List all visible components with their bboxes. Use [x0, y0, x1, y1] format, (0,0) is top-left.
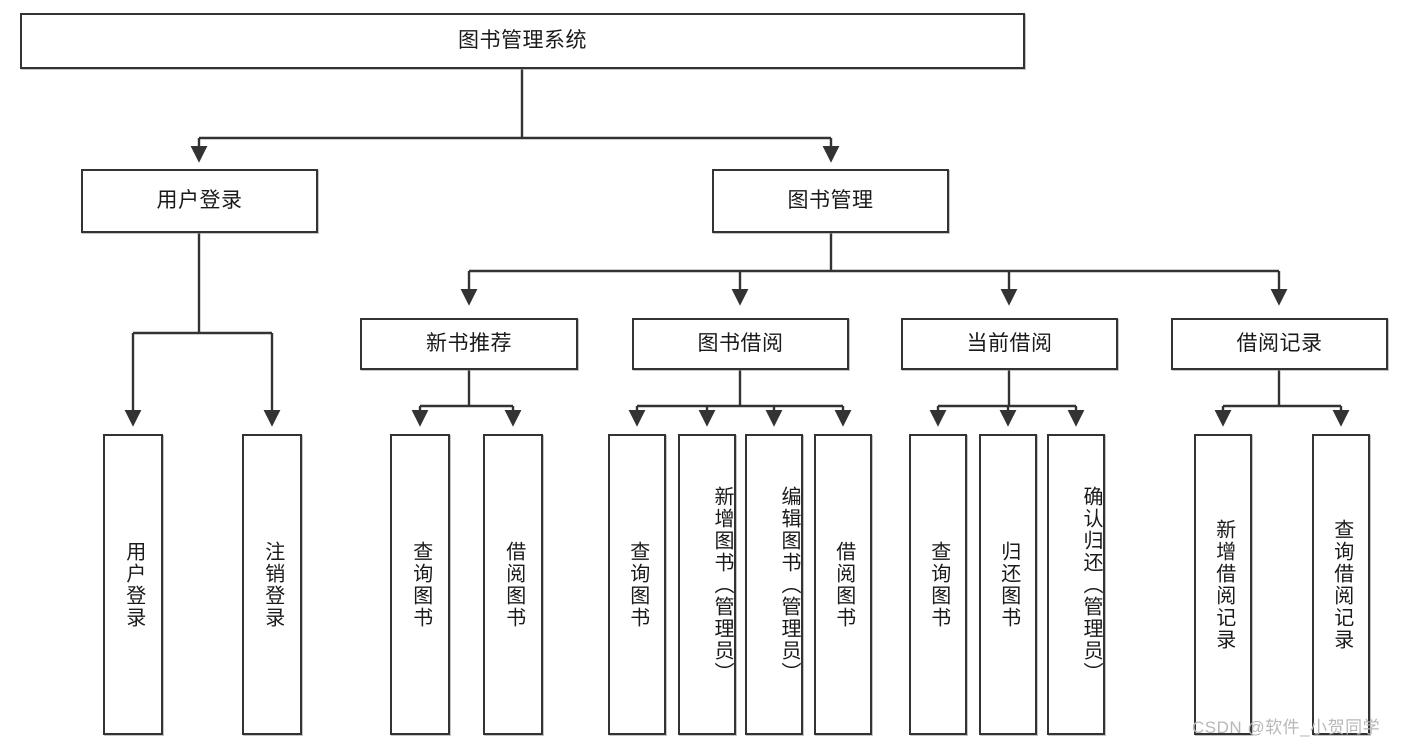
- node-leaf-add-book[interactable]: 新增图书（管理员）: [678, 434, 736, 735]
- node-leaf-add-record[interactable]: 新增借阅记录: [1194, 434, 1252, 735]
- node-label: 确认归还（管理员）: [1080, 485, 1102, 684]
- node-label: 用户登录: [156, 189, 243, 213]
- node-leaf-confirm-return[interactable]: 确认归还（管理员）: [1047, 434, 1105, 735]
- node-current-borrow[interactable]: 当前借阅: [901, 318, 1118, 370]
- node-label: 查询图书: [626, 540, 649, 629]
- node-leaf-query-book-1[interactable]: 查询图书: [390, 434, 450, 735]
- node-label: 借阅记录: [1236, 332, 1323, 356]
- node-label: 注销登录: [261, 540, 284, 629]
- node-book-manage[interactable]: 图书管理: [712, 169, 949, 233]
- node-label: 新增图书（管理员）: [711, 485, 733, 684]
- node-leaf-query-book-3[interactable]: 查询图书: [909, 434, 967, 735]
- node-borrow-record[interactable]: 借阅记录: [1171, 318, 1388, 370]
- node-label: 查询图书: [927, 540, 950, 629]
- node-leaf-edit-book[interactable]: 编辑图书（管理员）: [745, 434, 803, 735]
- node-book-borrow[interactable]: 图书借阅: [632, 318, 849, 370]
- node-label: 借阅图书: [502, 540, 525, 629]
- node-leaf-return-book[interactable]: 归还图书: [979, 434, 1037, 735]
- node-leaf-query-book-2[interactable]: 查询图书: [608, 434, 666, 735]
- node-label: 编辑图书（管理员）: [778, 485, 800, 684]
- node-root[interactable]: 图书管理系统: [20, 13, 1025, 69]
- node-new-book-rec[interactable]: 新书推荐: [360, 318, 578, 370]
- node-label: 图书管理系统: [458, 29, 587, 53]
- node-label: 新书推荐: [426, 332, 512, 356]
- node-label: 用户登录: [122, 540, 145, 629]
- node-label: 图书管理: [787, 189, 874, 213]
- node-label: 新增借阅记录: [1212, 518, 1235, 651]
- node-leaf-borrow-book-1[interactable]: 借阅图书: [483, 434, 543, 735]
- node-label: 借阅图书: [832, 540, 855, 629]
- node-label: 图书借阅: [697, 332, 784, 356]
- node-user-login[interactable]: 用户登录: [81, 169, 318, 233]
- node-label: 查询借阅记录: [1330, 518, 1353, 651]
- node-leaf-user-login[interactable]: 用户登录: [103, 434, 163, 735]
- node-leaf-borrow-book-2[interactable]: 借阅图书: [814, 434, 872, 735]
- node-leaf-logout[interactable]: 注销登录: [242, 434, 302, 735]
- node-label: 归还图书: [997, 540, 1020, 629]
- node-leaf-query-record[interactable]: 查询借阅记录: [1312, 434, 1370, 735]
- node-label: 当前借阅: [966, 332, 1053, 356]
- watermark: CSDN @软件_小贺同学: [1192, 718, 1381, 737]
- node-label: 查询图书: [409, 540, 432, 629]
